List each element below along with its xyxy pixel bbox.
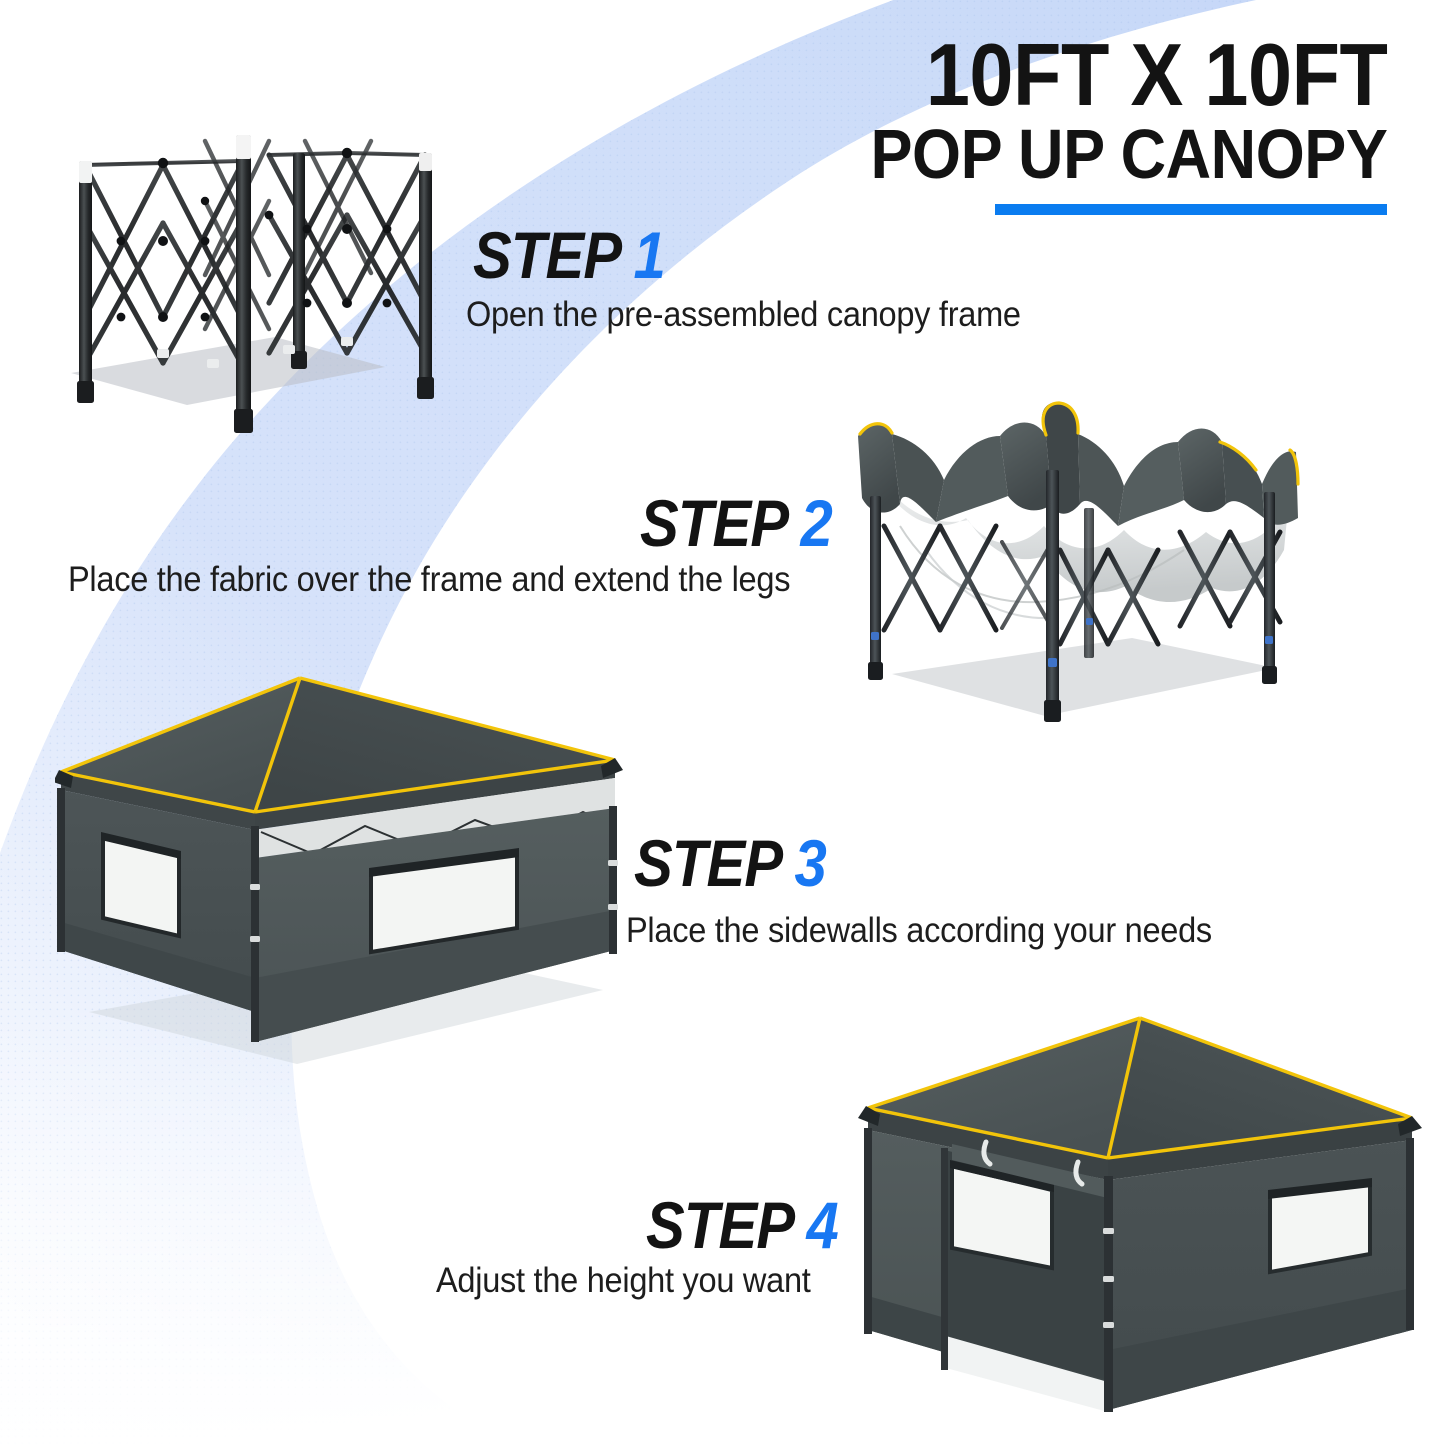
step-3-caption: Place the sidewalls according your needs — [626, 911, 1212, 950]
canopy4-roof-eave-left — [868, 1108, 1108, 1180]
title-underline-rule — [995, 204, 1387, 216]
canopy3-roof-front-left — [61, 678, 300, 812]
step-4-caption: Adjust the height you want — [436, 1261, 811, 1300]
canopy4-pole-clips — [1103, 1228, 1114, 1328]
canopy4-rolled-door-flap — [952, 1144, 1124, 1202]
canopy4-roof-left-panel — [868, 1018, 1140, 1158]
frame-foot-clips — [157, 337, 353, 368]
canopy3-roof-front-right — [255, 678, 615, 812]
step-1-caption: Open the pre-assembled canopy frame — [466, 295, 1021, 334]
step-1-number: 1 — [633, 218, 666, 292]
step-2-caption: Place the fabric over the frame and exte… — [68, 560, 791, 599]
step-3-label: STEP — [634, 826, 783, 900]
title-block: 10FT X 10FT POP UP CANOPY — [813, 25, 1387, 216]
canopy2-yellow-trim — [858, 401, 1300, 486]
title-line-1: 10FT X 10FT — [925, 25, 1387, 124]
step-2-illustration-fabric-over-frame — [858, 401, 1300, 722]
canopy4-yellow-piping — [867, 1016, 1413, 1160]
step-3-illustration-canopy-two-sidewalls — [55, 676, 623, 1064]
step-1-illustration-canopy-frame — [71, 135, 434, 433]
canopy2-fabric-peaks — [858, 402, 1298, 526]
canopy4-roof-eave-right — [1108, 1118, 1412, 1180]
step-4-illustration-canopy-enclosed — [858, 1016, 1422, 1412]
step-3-number: 3 — [794, 826, 827, 900]
step-2-label: STEP — [640, 486, 789, 560]
canopy4-floor-opening — [946, 1336, 1108, 1412]
canopy4-door-tie-straps — [981, 1139, 1085, 1187]
canopy3-roof-eave-left — [61, 772, 255, 830]
step-1-label: STEP — [473, 218, 622, 292]
canopy2-ground-shadow — [892, 638, 1276, 716]
canopy4-corner-tabs — [858, 1106, 1422, 1136]
step-4-label: STEP — [646, 1188, 795, 1262]
canopy3-center-pole — [251, 826, 259, 1042]
frame-ground-shadow — [71, 337, 385, 405]
canopy3-roof-eave-right — [253, 760, 615, 830]
title-line-2: POP UP CANOPY — [870, 114, 1387, 193]
canopy3-corner-tabs — [55, 758, 623, 788]
canopy3-interior-ceiling — [255, 778, 615, 858]
frame-joints — [116, 147, 392, 322]
canopy2-liner — [874, 470, 1288, 603]
step-4-number: 4 — [806, 1188, 839, 1262]
canopy2-height-adjust-buttons — [871, 618, 1273, 667]
step-2-number: 2 — [800, 486, 833, 560]
canopy3-yellow-piping — [60, 676, 616, 814]
canopy4-roof-right-panel — [1108, 1018, 1412, 1158]
frame-legs — [77, 135, 434, 433]
canopy3-pole-clips — [250, 884, 260, 942]
canopy4-center-pole — [1104, 1176, 1113, 1412]
